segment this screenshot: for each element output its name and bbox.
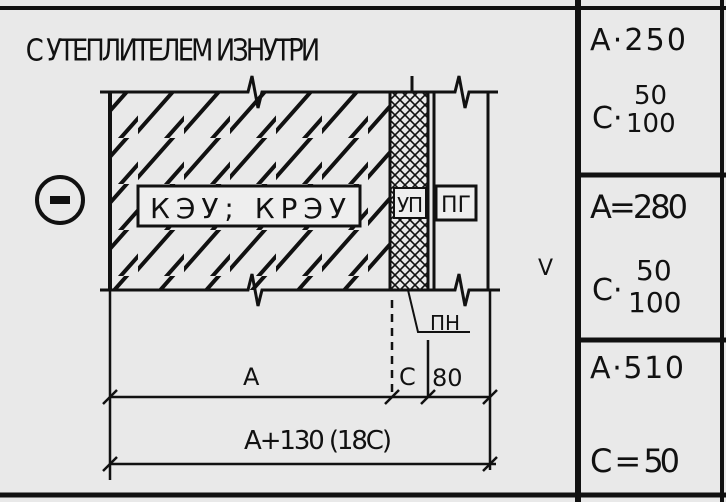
wall-material-text: КЭУ; КРЭУ bbox=[150, 192, 346, 225]
variant-1-c-top: 50 bbox=[634, 81, 667, 111]
variant-3-a: А·510 bbox=[590, 351, 684, 386]
wall-material-label: КЭУ; КРЭУ bbox=[136, 184, 362, 228]
variant-1-a: А·250 bbox=[590, 23, 686, 58]
dim-c-text: С bbox=[399, 363, 416, 391]
break-lines bbox=[100, 75, 500, 307]
dim-a-text: А bbox=[243, 363, 260, 391]
variant-3-c: С = 50 bbox=[590, 442, 680, 480]
variant-1: А·250 С· 50 100 bbox=[590, 23, 686, 139]
variant-1-c-prefix: С· bbox=[592, 101, 622, 136]
dimension-lines bbox=[102, 290, 498, 480]
variant-2-c-top: 50 bbox=[636, 254, 672, 287]
variant-2: А=280 С· 50 100 bbox=[590, 188, 688, 319]
variant-1-c-bottom: 100 bbox=[626, 109, 676, 139]
section-title: С УТЕПЛИТЕЛЕМ ИЗНУТРИ bbox=[26, 32, 320, 68]
insulation-text: УП bbox=[397, 193, 423, 217]
circle-marker bbox=[35, 175, 85, 225]
board-label: ПГ bbox=[434, 184, 478, 222]
variant-2-c-bottom: 100 bbox=[628, 286, 681, 319]
variant-3: А·510 С = 50 bbox=[590, 351, 684, 480]
insulation-label: УП bbox=[393, 187, 427, 219]
membrane-leader bbox=[407, 289, 470, 333]
variant-2-c-prefix: С· bbox=[592, 273, 622, 308]
stray-mark: V bbox=[538, 256, 553, 281]
dim-total-text: А+130 (18С) bbox=[244, 426, 392, 456]
membrane-text: ПН bbox=[430, 311, 460, 335]
board-text: ПГ bbox=[441, 193, 471, 218]
variant-2-a: А=280 bbox=[590, 188, 688, 226]
dim-80-text: 80 bbox=[432, 364, 463, 392]
